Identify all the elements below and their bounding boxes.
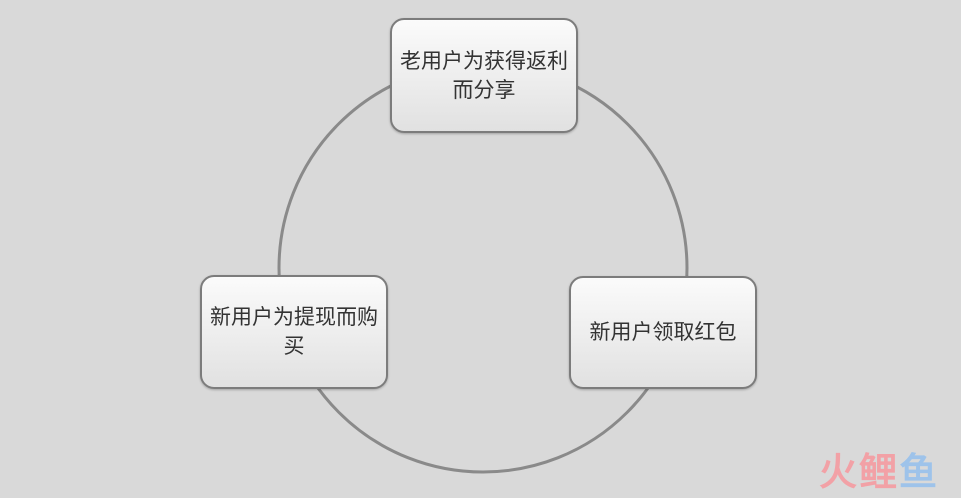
node-old-user-share-label: 老用户为获得返利而分享 — [400, 48, 568, 102]
node-new-user-redpacket: 新用户领取红包 — [569, 276, 757, 389]
node-old-user-share: 老用户为获得返利而分享 — [390, 18, 578, 133]
node-new-user-purchase: 新用户为提现而购买 — [200, 275, 388, 389]
watermark-char-1: 火 — [818, 450, 859, 494]
watermark-char-3: 鱼 — [898, 450, 939, 494]
watermark-logo: 火鲤鱼 — [819, 450, 939, 494]
watermark-char-2: 鲤 — [858, 450, 899, 494]
node-new-user-redpacket-label: 新用户领取红包 — [589, 320, 737, 344]
node-new-user-purchase-label: 新用户为提现而购买 — [210, 305, 378, 358]
